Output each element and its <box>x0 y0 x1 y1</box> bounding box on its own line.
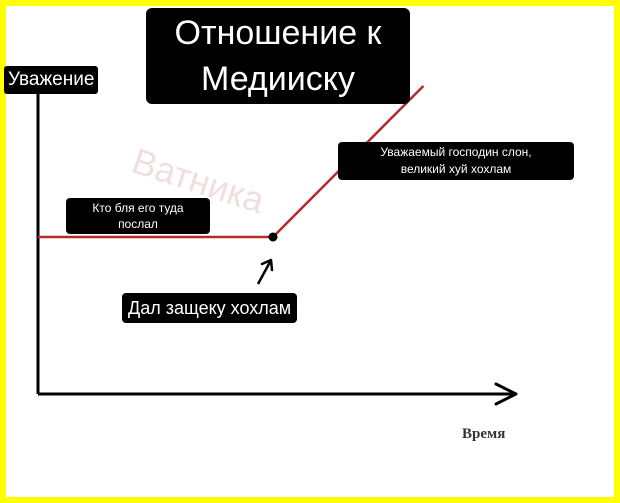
annotation-before: Кто бля его туда послал <box>66 198 210 234</box>
chart-title-line-1: Отношение к <box>174 14 382 52</box>
annotation-after-line-2: великий хуй хохлам <box>400 162 512 176</box>
y-axis-label: Уважение <box>4 66 99 94</box>
chart-title: Отношение к Медииску <box>146 8 410 104</box>
annotation-after-line-1: Уважаемый господин слон, <box>380 145 532 159</box>
chart-title-line-2: Медииску <box>201 60 355 98</box>
x-axis-label: Время <box>462 426 506 442</box>
annotation-event: Дал защеку хохлам <box>122 293 298 323</box>
annotation-before-line-1: Кто бля его туда <box>92 201 184 215</box>
event-point-marker <box>268 232 278 242</box>
x-axis-arrowhead <box>494 382 518 406</box>
pointer-arrow <box>256 258 274 285</box>
annotation-before-line-2: послал <box>118 217 158 231</box>
annotation-after: Уважаемый господин слон, великий хуй хох… <box>338 142 574 180</box>
series-layer <box>38 85 425 242</box>
